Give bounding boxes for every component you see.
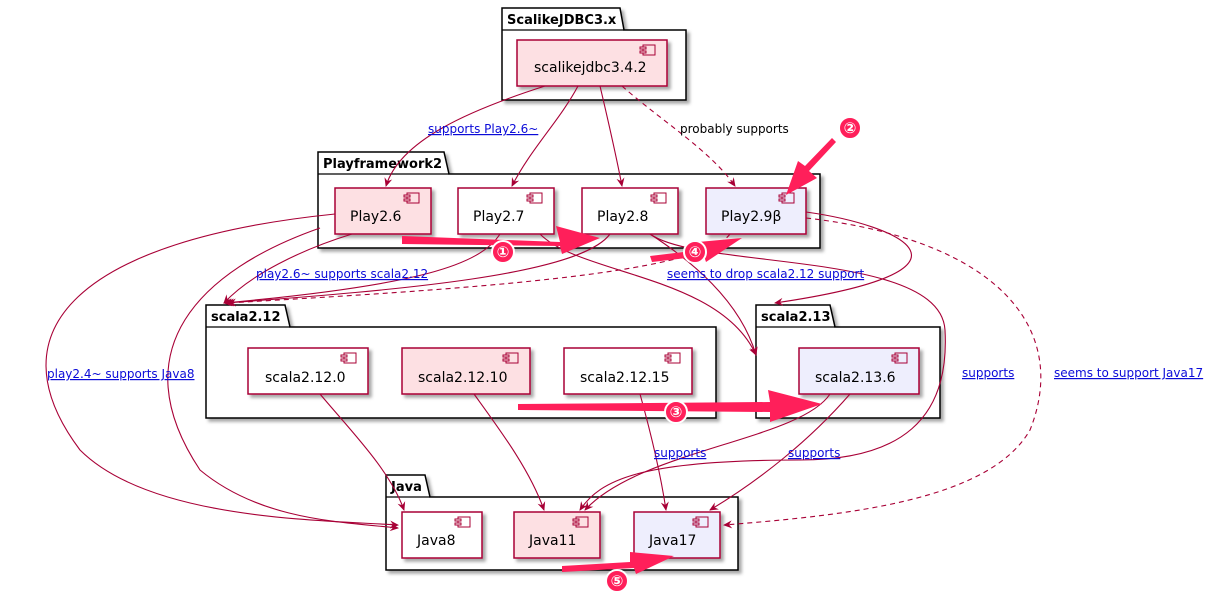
edge-play29b-java17 <box>723 217 1042 529</box>
edge-label-probably-supports: probably supports <box>680 122 789 136</box>
highlight-arrow-4 <box>650 238 742 262</box>
component-icon <box>340 352 357 364</box>
component-label-scala2120: scala2.12.0 <box>265 370 346 386</box>
edge-label-seems-to-support-java17[interactable]: seems to support Java17 <box>1054 366 1203 380</box>
highlight-arrow-2 <box>786 138 836 195</box>
edge-play27-scala212 <box>223 233 501 307</box>
component-label-java8: Java8 <box>416 533 455 549</box>
component-icon <box>572 516 589 528</box>
package-title-java: Java <box>390 480 422 495</box>
marker-1-label: ① <box>497 243 510 261</box>
component-label-play26: Play2.6 <box>350 209 402 225</box>
component-icon <box>664 352 681 364</box>
edge-scalikejdbc-play26 <box>384 85 546 187</box>
component-label-scala21215: scala2.12.15 <box>580 370 669 386</box>
edge-label-supports-right[interactable]: supports <box>962 366 1014 380</box>
component-label-play27: Play2.7 <box>473 209 524 225</box>
edge-scala21210-java11 <box>473 393 546 511</box>
component-label-java11: Java11 <box>528 533 576 549</box>
marker-2 <box>838 116 862 140</box>
edge-scala2120-java8 <box>319 393 406 511</box>
edge-label-supports-play26[interactable]: supports Play2.6~ <box>428 122 538 136</box>
edge-label-play24-supports-java8[interactable]: play2.4~ supports Java8 <box>47 367 194 381</box>
component-label-play29b: Play2.9β <box>721 209 781 225</box>
edge-label-play26-supports-scala212[interactable]: play2.6~ supports scala2.12 <box>256 267 428 281</box>
edge-play26-java8-b <box>167 227 399 532</box>
component-label-scalikejdbc342: scalikejdbc3.4.2 <box>534 60 647 76</box>
marker-4 <box>683 240 707 264</box>
component-label-scala2136: scala2.13.6 <box>815 370 896 386</box>
component-label-java17: Java17 <box>648 533 696 549</box>
highlight-arrow-1 <box>402 226 600 254</box>
component-icon <box>692 516 709 528</box>
component-label-play28: Play2.8 <box>597 209 648 225</box>
edge-scalikejdbc-play28 <box>599 85 625 187</box>
edge-label-supports-mid-left[interactable]: supports <box>654 446 706 460</box>
marker-3 <box>664 400 688 424</box>
edge-label-supports-mid-right[interactable]: supports <box>788 446 840 460</box>
component-icon <box>454 516 471 528</box>
edge-play26-java8 <box>45 213 399 529</box>
component-icon <box>403 192 420 204</box>
component-icon <box>639 44 656 56</box>
component-icon <box>891 352 908 364</box>
package-title-scala213: scala2.13 <box>761 310 831 325</box>
edge-scalikejdbc-play27 <box>511 85 579 187</box>
marker-5-label: ⑤ <box>611 572 624 590</box>
component-icon <box>526 192 543 204</box>
marker-4-label: ④ <box>689 243 702 261</box>
edge-scalikejdbc-play29b <box>621 85 736 187</box>
edge-play29b-scala213 <box>774 211 912 306</box>
component-label-scala21210: scala2.12.10 <box>418 370 507 386</box>
marker-3-label: ③ <box>670 403 683 421</box>
highlight-arrow-5 <box>562 552 674 574</box>
edge-play28-scala212 <box>225 233 611 307</box>
component-icon <box>650 192 667 204</box>
marker-1 <box>491 240 515 264</box>
package-playframework <box>317 151 821 249</box>
package-title-scalikejdbc: ScalikeJDBC3.x <box>507 13 617 28</box>
component-icon <box>502 352 519 364</box>
marker-2-label: ② <box>844 119 857 137</box>
edge-label-seems-to-drop[interactable]: seems to drop scala2.12 support <box>667 267 864 281</box>
package-title-playframework: Playframework2 <box>323 157 442 172</box>
component-play28 <box>581 187 679 235</box>
edge-scala2136-java11 <box>584 393 831 511</box>
package-title-scala212: scala2.12 <box>211 310 281 325</box>
marker-5 <box>605 569 629 593</box>
edge-play27-scala213 <box>539 233 757 356</box>
edge-scala2136-java17 <box>709 393 851 511</box>
edge-play28-scala213 <box>649 233 758 356</box>
edge-play26-scala212 <box>223 233 353 304</box>
